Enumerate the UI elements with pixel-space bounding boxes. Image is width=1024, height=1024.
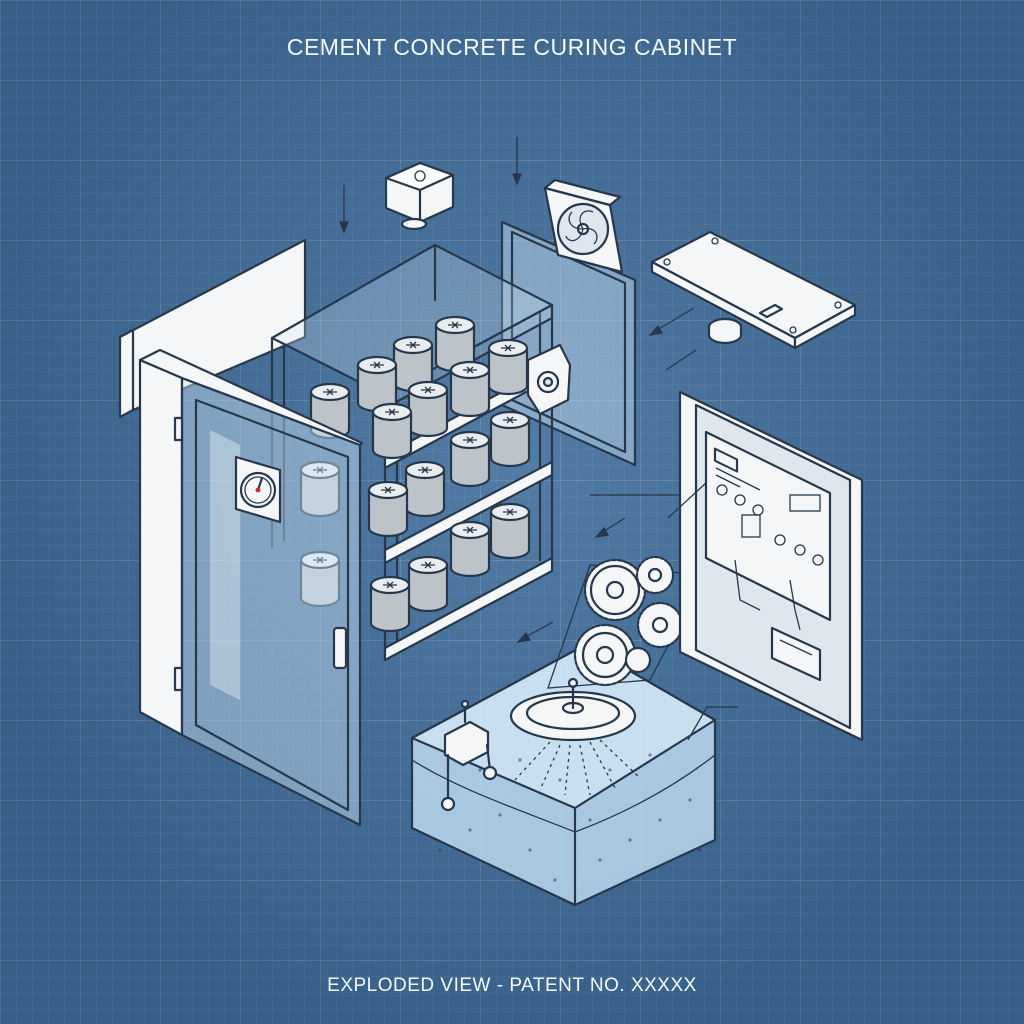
specimen-group xyxy=(299,315,531,633)
concrete-specimen-icon xyxy=(404,460,446,518)
concrete-specimen-icon xyxy=(299,550,341,608)
assembly-arrows xyxy=(339,137,738,741)
concrete-specimen-icon xyxy=(369,575,411,633)
spray-disc-icon xyxy=(509,677,641,796)
diagram-subtitle: EXPLODED VIEW - PATENT NO. XXXXX xyxy=(327,975,697,996)
cabinet-door-icon xyxy=(138,348,364,827)
concrete-specimen-icon xyxy=(299,460,341,518)
concrete-specimen-icon xyxy=(449,360,491,418)
concrete-specimen-icon xyxy=(371,402,413,460)
concrete-specimen-icon xyxy=(449,430,491,488)
concrete-specimen-icon xyxy=(487,338,529,396)
concrete-specimen-icon xyxy=(449,520,491,578)
concrete-specimen-icon xyxy=(367,480,409,538)
top-plate-icon xyxy=(650,230,857,350)
diagram-title: CEMENT CONCRETE CURING CABINET xyxy=(286,34,738,60)
control-panel-icon xyxy=(678,390,864,742)
concrete-specimen-icon xyxy=(407,380,449,438)
sensor-cap-icon xyxy=(384,161,455,231)
concrete-specimen-icon xyxy=(407,555,449,613)
water-tank-icon xyxy=(410,643,717,907)
float-valve-icon xyxy=(440,699,498,812)
concrete-specimen-icon xyxy=(489,410,531,468)
thermometer-gauge-icon xyxy=(234,455,282,524)
door-latch-icon xyxy=(526,343,572,416)
fan-unit-icon xyxy=(543,178,624,274)
concrete-specimen-icon xyxy=(356,355,398,413)
concrete-specimen-icon xyxy=(489,502,531,560)
